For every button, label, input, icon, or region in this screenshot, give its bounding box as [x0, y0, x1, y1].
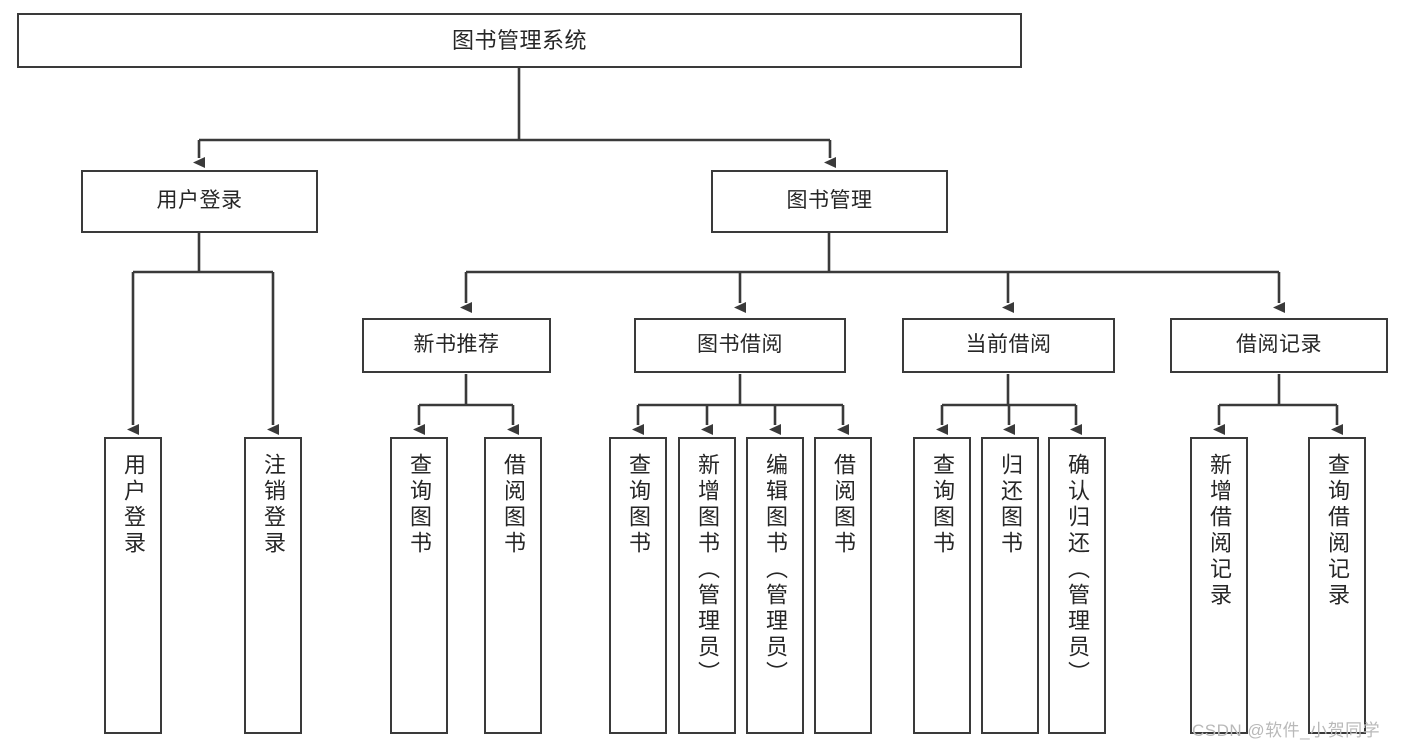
leaf-user-login-logout[interactable]: 注销登录: [244, 437, 302, 734]
node-label: 图书管理: [786, 189, 873, 213]
leaf-user-login-login[interactable]: 用户登录: [104, 437, 162, 734]
leaf-borrow-add-book-admin[interactable]: 新增图书（管理员）: [678, 437, 736, 734]
leaf-borrow-edit-book-admin[interactable]: 编辑图书（管理员）: [746, 437, 804, 734]
leaf-borrow-borrow-book[interactable]: 借阅图书: [814, 437, 872, 734]
node-current-borrow[interactable]: 当前借阅: [902, 318, 1115, 373]
node-label: 当前借阅: [965, 333, 1052, 357]
node-label: 用户登录: [121, 453, 146, 557]
node-label: 归还图书: [998, 453, 1023, 557]
node-label: 注销登录: [261, 453, 286, 557]
node-book-management[interactable]: 图书管理: [711, 170, 948, 233]
node-book-borrow[interactable]: 图书借阅: [634, 318, 846, 373]
csdn-watermark: CSDN @软件_小贺同学: [1192, 721, 1381, 740]
node-label: 借阅记录: [1236, 333, 1322, 357]
node-label: 借阅图书: [501, 453, 526, 557]
node-label: 用户登录: [156, 189, 243, 213]
node-label: 编辑图书（管理员）: [763, 453, 788, 687]
node-new-book-recommend[interactable]: 新书推荐: [362, 318, 551, 373]
node-user-login[interactable]: 用户登录: [81, 170, 318, 233]
leaf-record-query-record[interactable]: 查询借阅记录: [1308, 437, 1366, 734]
node-label: 查询图书: [407, 453, 432, 557]
node-label: 新增图书（管理员）: [695, 453, 720, 687]
node-label: 查询借阅记录: [1325, 453, 1350, 609]
leaf-recommend-borrow-book[interactable]: 借阅图书: [484, 437, 542, 734]
leaf-current-query-book[interactable]: 查询图书: [913, 437, 971, 734]
leaf-record-add-record[interactable]: 新增借阅记录: [1190, 437, 1248, 734]
leaf-current-confirm-return-admin[interactable]: 确认归还（管理员）: [1048, 437, 1106, 734]
node-label: 确认归还（管理员）: [1065, 453, 1090, 687]
node-label: 图书借阅: [697, 333, 783, 357]
node-label: 借阅图书: [831, 453, 856, 557]
node-label: 新书推荐: [413, 333, 500, 357]
leaf-recommend-query-book[interactable]: 查询图书: [390, 437, 448, 734]
leaf-borrow-query-book[interactable]: 查询图书: [609, 437, 667, 734]
node-root-system[interactable]: 图书管理系统: [17, 13, 1022, 68]
node-label: 查询图书: [930, 453, 955, 557]
node-label: 图书管理系统: [451, 27, 587, 53]
node-borrow-record[interactable]: 借阅记录: [1170, 318, 1388, 373]
leaf-current-return-book[interactable]: 归还图书: [981, 437, 1039, 734]
node-label: 新增借阅记录: [1207, 453, 1232, 609]
node-label: 查询图书: [626, 453, 651, 557]
